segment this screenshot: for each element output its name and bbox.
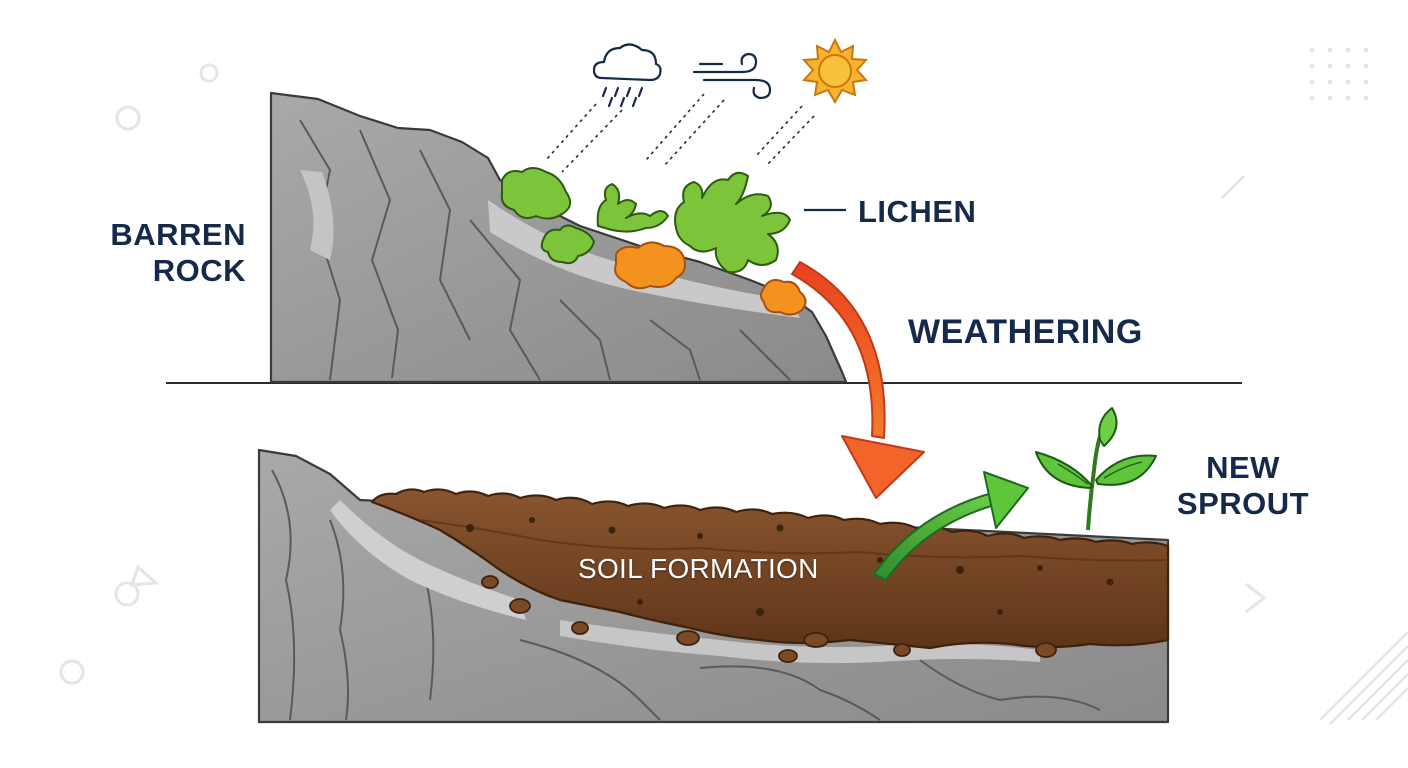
decor-slash (1220, 174, 1246, 200)
new-sprout-label: NEW SPROUT (1172, 450, 1314, 521)
weathering-label: WEATHERING (908, 313, 1143, 351)
decor-circle (59, 659, 85, 685)
lichen-colonies (500, 167, 807, 316)
decor-circle (114, 581, 140, 607)
decor-triangle (129, 564, 160, 587)
lichen-green-branching (596, 183, 669, 233)
new-sprout-label-line1: NEW (1206, 450, 1280, 485)
decor-hatch (1319, 631, 1408, 725)
lichen-green-small (540, 224, 595, 265)
soil-formation-label: SOIL FORMATION (578, 553, 819, 584)
barren-rock-label-line1: BARREN (110, 217, 246, 252)
weathering-arrow (791, 261, 925, 499)
rain-cloud-icon (592, 43, 662, 108)
soil-pebbles (481, 575, 1057, 663)
weathering-streaks (545, 93, 815, 173)
lichen-orange-patch (614, 241, 686, 290)
new-sprout-plant (1035, 407, 1157, 531)
growth-arrow (873, 471, 1029, 581)
decor-circle (199, 63, 219, 83)
decor-dot-grid (1309, 47, 1369, 101)
lichen-orange-small (760, 279, 807, 316)
lichen-green-large (674, 171, 791, 274)
soil-particles (466, 517, 1114, 616)
lichen-green-patch (500, 167, 572, 220)
wind-icon (692, 52, 772, 100)
barren-rock-label: BARREN ROCK (108, 217, 246, 288)
decor-chevron (1245, 582, 1267, 614)
sun-icon (801, 37, 869, 104)
soil-layer (370, 488, 1170, 663)
decor-circle (115, 105, 141, 131)
background-decorations (59, 47, 1408, 725)
lichen-label: LICHEN (858, 194, 977, 229)
barren-rock-label-line2: ROCK (152, 252, 246, 288)
new-sprout-label-line2: SPROUT (1176, 485, 1310, 521)
